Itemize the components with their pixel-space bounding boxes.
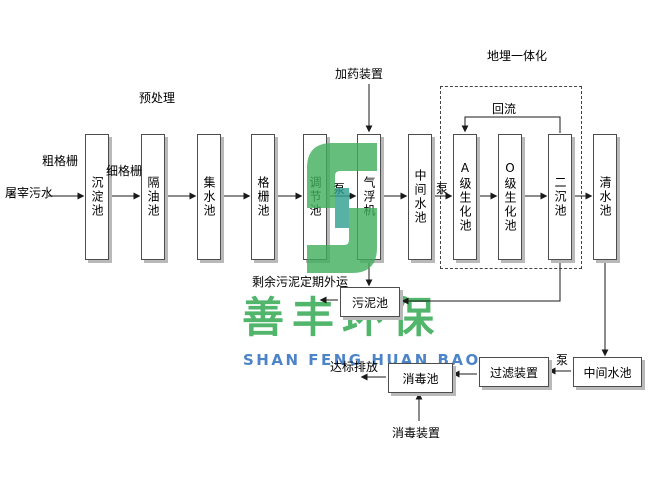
fine-screen-label: 细格栅 bbox=[106, 164, 143, 178]
box-water-collecting-tank: 集水池 bbox=[197, 134, 221, 260]
source-label: 屠宰污水 bbox=[5, 186, 54, 200]
box-clear-water-tank: 清水池 bbox=[593, 134, 617, 260]
sludge-note-label: 剩余污泥定期外运 bbox=[252, 275, 349, 289]
disinfection-device-label: 消毒装置 bbox=[392, 426, 441, 440]
coarse-screen-label: 粗格栅 bbox=[42, 154, 79, 168]
box-intermediate-tank-2: 中间水池 bbox=[573, 357, 642, 387]
box-disinfection-tank: 消毒池 bbox=[388, 363, 453, 393]
box-filter-device: 过滤装置 bbox=[479, 357, 549, 387]
buried-integration-boundary bbox=[440, 86, 582, 269]
pretreatment-label: 预处理 bbox=[139, 91, 176, 105]
box-a-level-biochemical-tank: A级生化池 bbox=[453, 134, 477, 260]
pump-3-label: 泵 bbox=[556, 353, 569, 367]
box-intermediate-tank: 中间水池 bbox=[408, 134, 432, 260]
box-air-flotation-machine: 气浮机 bbox=[357, 134, 381, 260]
box-regulating-tank: 调节池 bbox=[303, 134, 327, 260]
pump-1-label: 泵 bbox=[333, 182, 346, 196]
box-sludge-tank: 污泥池 bbox=[340, 287, 400, 317]
box-grid-tank: 格栅池 bbox=[251, 134, 275, 260]
discharge-label: 达标排放 bbox=[330, 360, 379, 374]
pump-2-label: 泵 bbox=[436, 182, 449, 196]
box-sedimentation-tank: 沉淀池 bbox=[85, 134, 109, 260]
buried-integration-label: 地埋一体化 bbox=[487, 49, 548, 63]
dosing-device-label: 加药装置 bbox=[335, 67, 384, 81]
box-secondary-sedimentation-tank: 二沉池 bbox=[548, 134, 572, 260]
box-o-level-biochemical-tank: O级生化池 bbox=[498, 134, 522, 260]
box-oil-separation-tank: 隔油池 bbox=[141, 134, 165, 260]
reflux-label: 回流 bbox=[492, 102, 517, 116]
